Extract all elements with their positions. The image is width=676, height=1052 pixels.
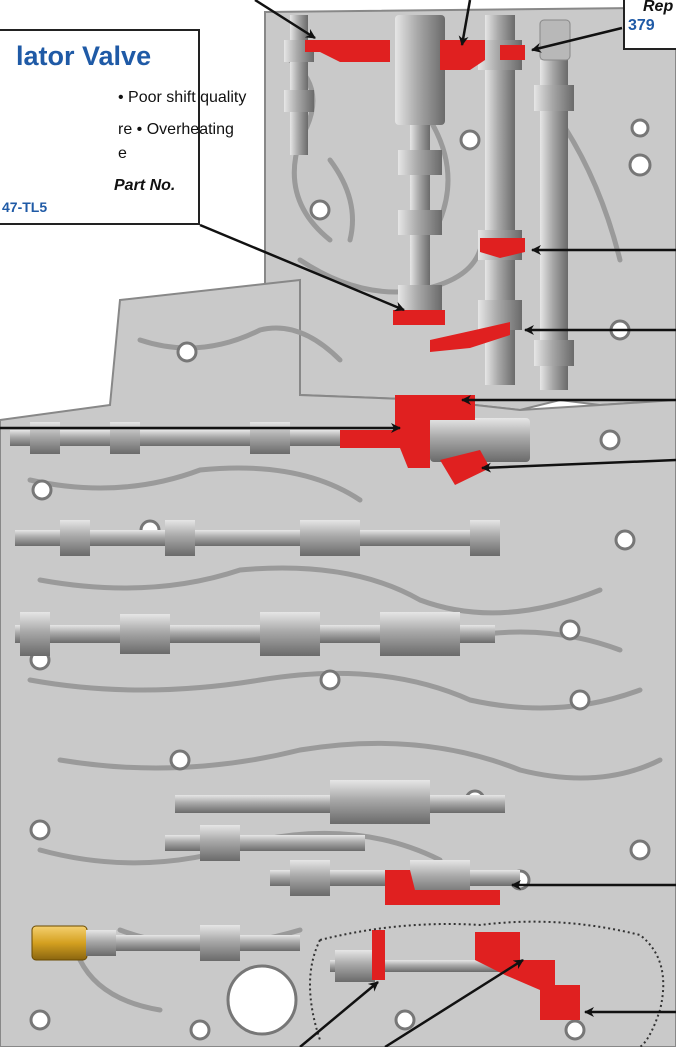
- replacement-part-number: 379: [628, 17, 655, 34]
- wear-areas: [305, 40, 580, 1020]
- lower-casting: [0, 278, 676, 1048]
- symptom-line-1: • Poor shift quality: [118, 89, 247, 106]
- large-bore: [226, 964, 298, 1036]
- part-number-label: Part No.: [114, 177, 176, 194]
- replacement-label: Rep: [643, 0, 674, 15]
- valve-callout-box: lator Valve • Poor shift quality re • Ov…: [0, 29, 246, 225]
- symptom-line-3: e: [118, 145, 127, 162]
- solenoid-connector: [31, 925, 116, 961]
- callout-title: lator Valve: [16, 41, 152, 71]
- symptom-line-2: re • Overheating: [118, 121, 234, 138]
- part-number-value: 47-TL5: [2, 199, 48, 215]
- replacement-callout-box: Rep 379: [623, 0, 676, 50]
- dashed-highlight-icon: [309, 920, 665, 1048]
